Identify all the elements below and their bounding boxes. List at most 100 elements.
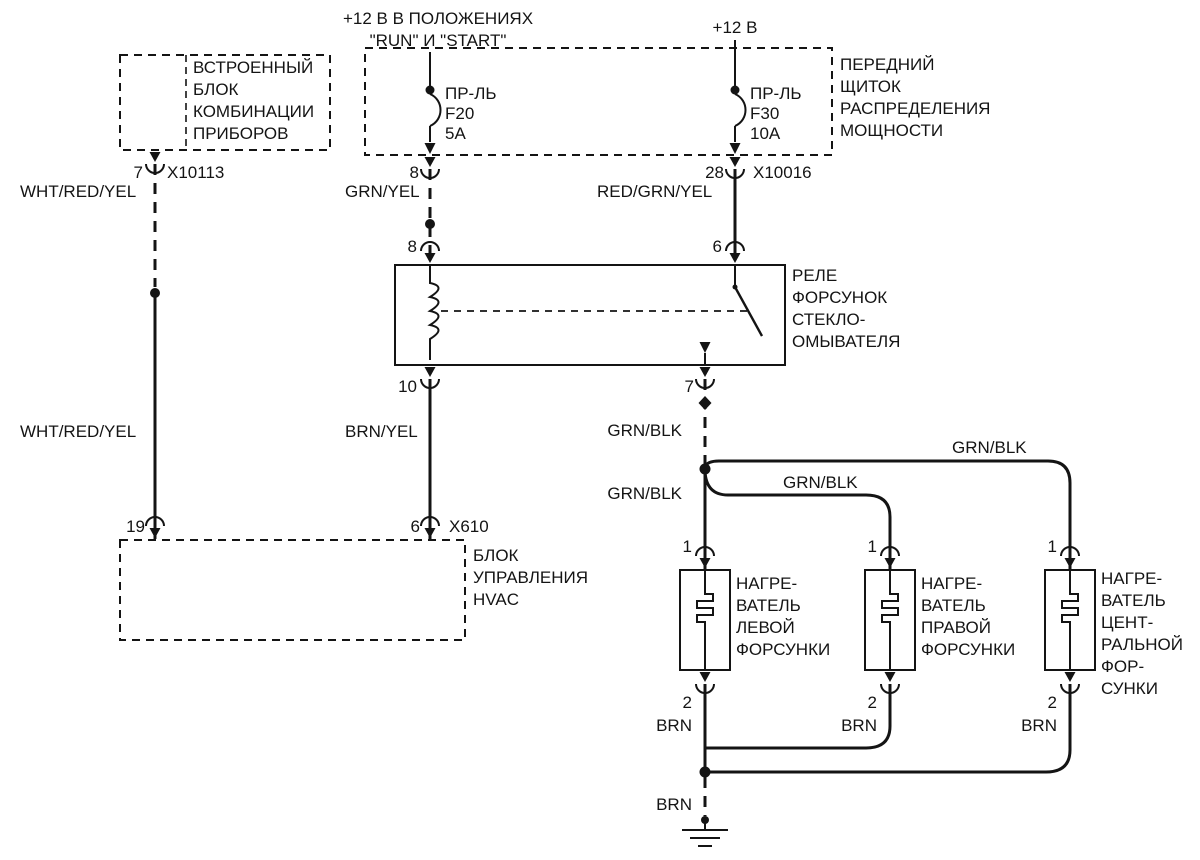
splice-diamond: [698, 396, 712, 410]
relay-pin-7-label: 7: [685, 377, 694, 396]
ground-icon: [681, 829, 729, 847]
cluster-pin-number: 7: [134, 163, 143, 182]
heater-right-pin-1: 1: [868, 537, 877, 556]
heater-right-label: ФОРСУНКИ: [921, 640, 1015, 659]
wire-to-center-heater: [703, 459, 1072, 569]
ignition-source-label-line2: "RUN" И "START": [370, 31, 507, 50]
relay-pin-8-label: 8: [408, 237, 417, 256]
wire-label-brn-center: BRN: [1021, 716, 1057, 735]
heater-right-label: ПРАВОЙ: [921, 618, 991, 637]
hvac-control-block: 19 6 X610 БЛОК УПРАВЛЕНИЯ HVAC: [119, 516, 588, 641]
relay-pin-10-label: 10: [398, 377, 417, 396]
heater-left-label: ЛЕВОЙ: [736, 618, 795, 637]
wire-grn-yel: GRN/YEL 8: [345, 169, 435, 257]
wire-label-grn-blk-1: GRN/BLK: [607, 421, 682, 440]
heater-left-label: ФОРСУНКИ: [736, 640, 830, 659]
wire-label-brn-yel: BRN/YEL: [345, 422, 418, 441]
cluster-label: ПРИБОРОВ: [193, 124, 289, 143]
heater-right-label: ВАТЕЛЬ: [921, 596, 986, 615]
cluster-label: ВСТРОЕННЫЙ: [193, 58, 313, 77]
power-panel-box: [364, 47, 833, 156]
ignition-source-label-line1: +12 В В ПОЛОЖЕНИЯХ: [343, 9, 533, 28]
fuse-f20-name: F20: [445, 104, 474, 123]
wire-label-grn-blk-2: GRN/BLK: [607, 484, 682, 503]
heater-center-label: ВАТЕЛЬ: [1101, 591, 1166, 610]
heater-left-label: ВАТЕЛЬ: [736, 596, 801, 615]
fuse-f30-name: F30: [750, 104, 779, 123]
hvac-pin-19-label: 19: [126, 517, 145, 536]
hvac-label: БЛОК: [473, 546, 519, 565]
wire-brn-ground-net: BRN: [656, 684, 1072, 847]
heater-center-pin-2: 2: [1048, 693, 1057, 712]
cluster-connector-id: X10113: [167, 163, 224, 182]
heater-center-label: НАГРЕ-: [1101, 569, 1162, 588]
heater-right-label: НАГРЕ-: [921, 574, 982, 593]
heater-left-pin-1: 1: [683, 537, 692, 556]
relay-contact-arrow-icon: [699, 342, 711, 353]
hvac-box: [119, 539, 466, 641]
power-panel-label: РАСПРЕДЕЛЕНИЯ: [840, 99, 990, 118]
fuse-f30-icon: [728, 84, 747, 155]
relay-label: ФОРСУНОК: [792, 288, 887, 307]
panel-pin-28: 28: [705, 163, 724, 182]
wire-label-brn-right: BRN: [841, 716, 877, 735]
heater-element-icon: [1061, 569, 1079, 671]
wire-label-grn-blk-4: GRN/BLK: [783, 473, 858, 492]
power-panel-label: ЩИТОК: [840, 77, 901, 96]
heater-left-block: 1 НАГРЕ- ВАТЕЛЬ ЛЕВОЙ ФОРСУНКИ 2 BRN: [656, 537, 830, 735]
hvac-label: УПРАВЛЕНИЯ: [473, 568, 588, 587]
power-panel-label: ПЕРЕДНИЙ: [840, 55, 934, 74]
heater-left-label: НАГРЕ-: [736, 574, 797, 593]
wire-label-wht-red-yel-2: WHT/RED/YEL: [20, 422, 136, 441]
cluster-label: КОМБИНАЦИИ: [193, 102, 314, 121]
relay-label: РЕЛЕ: [792, 266, 837, 285]
heater-right-block: 1 НАГРЕ- ВАТЕЛЬ ПРАВОЙ ФОРСУНКИ 2 BRN: [841, 537, 1015, 735]
heater-center-block: 1 НАГРЕ- ВАТЕЛЬ ЦЕНТ- РАЛЬНОЙ ФОР- СУНКИ…: [1021, 537, 1183, 735]
ground-wire-center: [705, 684, 1072, 774]
heater-element-icon: [881, 569, 899, 671]
hvac-connector-id: X610: [449, 517, 489, 536]
wire-to-right-heater: [703, 470, 892, 569]
ground-junction-dot: [699, 766, 711, 778]
relay-box: [394, 264, 786, 366]
hvac-pin-6-label: 6: [411, 517, 420, 536]
heater-left-pin-2: 2: [683, 693, 692, 712]
relay-label: ОМЫВАТЕЛЯ: [792, 332, 900, 351]
wire-red-grn-yel: RED/GRN/YEL 6: [597, 169, 737, 258]
wire-label-brn-ground: BRN: [656, 795, 692, 814]
instrument-cluster-block: ВСТРОЕННЫЙ БЛОК КОМБИНАЦИИ ПРИБОРОВ 7 X1…: [119, 54, 331, 182]
washer-nozzle-relay-block: РЕЛЕ ФОРСУНОК СТЕКЛО- ОМЫВАТЕЛЯ 10 7: [394, 241, 900, 396]
wire-label-brn-left: BRN: [656, 716, 692, 735]
ground-wire-right: [705, 684, 892, 750]
fuse-f20-prefix: ПР-ЛЬ: [445, 84, 497, 103]
wire-wht-red-yel: WHT/RED/YEL WHT/RED/YEL: [20, 164, 160, 539]
wire-label-grn-yel: GRN/YEL: [345, 182, 420, 201]
wire-label-grn-blk-3: GRN/BLK: [952, 438, 1027, 457]
wire-brn-yel: BRN/YEL: [345, 379, 432, 539]
heater-element-icon: [696, 569, 714, 671]
panel-connector-id: X10016: [753, 163, 812, 182]
cluster-label: БЛОК: [193, 80, 239, 99]
splice-dot: [425, 219, 435, 229]
heater-center-label: ЦЕНТ-: [1101, 613, 1153, 632]
cluster-box: [119, 54, 331, 151]
relay-switch-blade-icon: [733, 286, 764, 337]
wire-label-wht-red-yel-1: WHT/RED/YEL: [20, 182, 136, 201]
fuse-f30-prefix: ПР-ЛЬ: [750, 84, 802, 103]
hvac-label: HVAC: [473, 590, 519, 609]
power-panel-label: МОЩНОСТИ: [840, 121, 943, 140]
heater-center-pin-1: 1: [1048, 537, 1057, 556]
relay-pin-6-label: 6: [713, 237, 722, 256]
heater-center-label: ФОР-: [1101, 657, 1144, 676]
heater-center-label: СУНКИ: [1101, 679, 1158, 698]
fuse-f30-rating: 10А: [750, 124, 781, 143]
heater-center-label: РАЛЬНОЙ: [1101, 635, 1183, 654]
fuse-f20-rating: 5А: [445, 124, 466, 143]
panel-pin-8: 8: [410, 163, 419, 182]
heater-right-pin-2: 2: [868, 693, 877, 712]
wire-label-red-grn-yel: RED/GRN/YEL: [597, 182, 712, 201]
battery-source-label: +12 В: [713, 18, 758, 37]
relay-label: СТЕКЛО-: [792, 310, 865, 329]
